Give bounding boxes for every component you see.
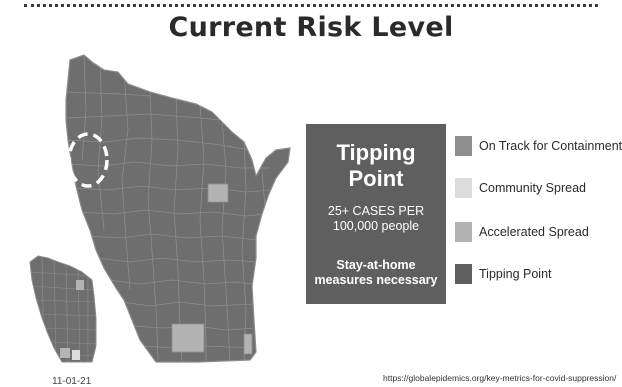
legend-swatch: [455, 178, 472, 198]
legend-item-community-spread: Community Spread: [455, 178, 622, 200]
source-link[interactable]: https://globalepidemics.org/key-metrics-…: [383, 373, 617, 383]
inset-county-community: [72, 350, 80, 360]
legend-label: Tipping Point: [479, 267, 552, 281]
status-heading: Tipping Point: [336, 140, 416, 191]
status-rate-line2: 100,000 people: [332, 219, 420, 233]
county-borders: [66, 55, 273, 362]
status-rate-line1: 25+ CASES PER: [327, 204, 425, 218]
county-accelerated-spread: [243, 333, 253, 355]
state-map-main: [65, 54, 291, 363]
inset-state-outline: [29, 255, 97, 363]
legend-item-tipping-point: Tipping Point: [455, 264, 622, 286]
inset-county-accelerated: [76, 280, 84, 290]
legend-swatch: [455, 264, 472, 284]
legend-label: Accelerated Spread: [479, 225, 589, 239]
inset-map: [29, 255, 97, 363]
legend-swatch: [455, 136, 472, 156]
legend-label: Community Spread: [479, 181, 586, 195]
legend-swatch: [455, 222, 472, 242]
legend-label: On Track for Containment: [479, 139, 622, 153]
legend-item-on-track: On Track for Containment: [455, 136, 622, 158]
inset-county-accelerated: [60, 348, 70, 358]
status-measures-line2: measures necessary: [314, 273, 438, 287]
county-accelerated-spread: [207, 183, 229, 203]
status-rate: 25+ CASES PER 100,000 people: [306, 204, 446, 234]
inset-date: 11-01-21: [52, 376, 92, 387]
page-title: Current Risk Level: [168, 12, 454, 43]
status-box: Tipping Point 25+ CASES PER 100,000 peop…: [306, 124, 446, 304]
legend-item-accelerated-spread: Accelerated Spread: [455, 222, 622, 244]
status-measures: Stay-at-home measures necessary: [306, 258, 446, 288]
top-dotted-rule: [24, 4, 598, 7]
status-measures-line1: Stay-at-home: [336, 258, 416, 272]
state-outline: [65, 54, 291, 363]
county-accelerated-spread: [171, 323, 205, 353]
highlight-dashed-circle: [67, 132, 109, 188]
